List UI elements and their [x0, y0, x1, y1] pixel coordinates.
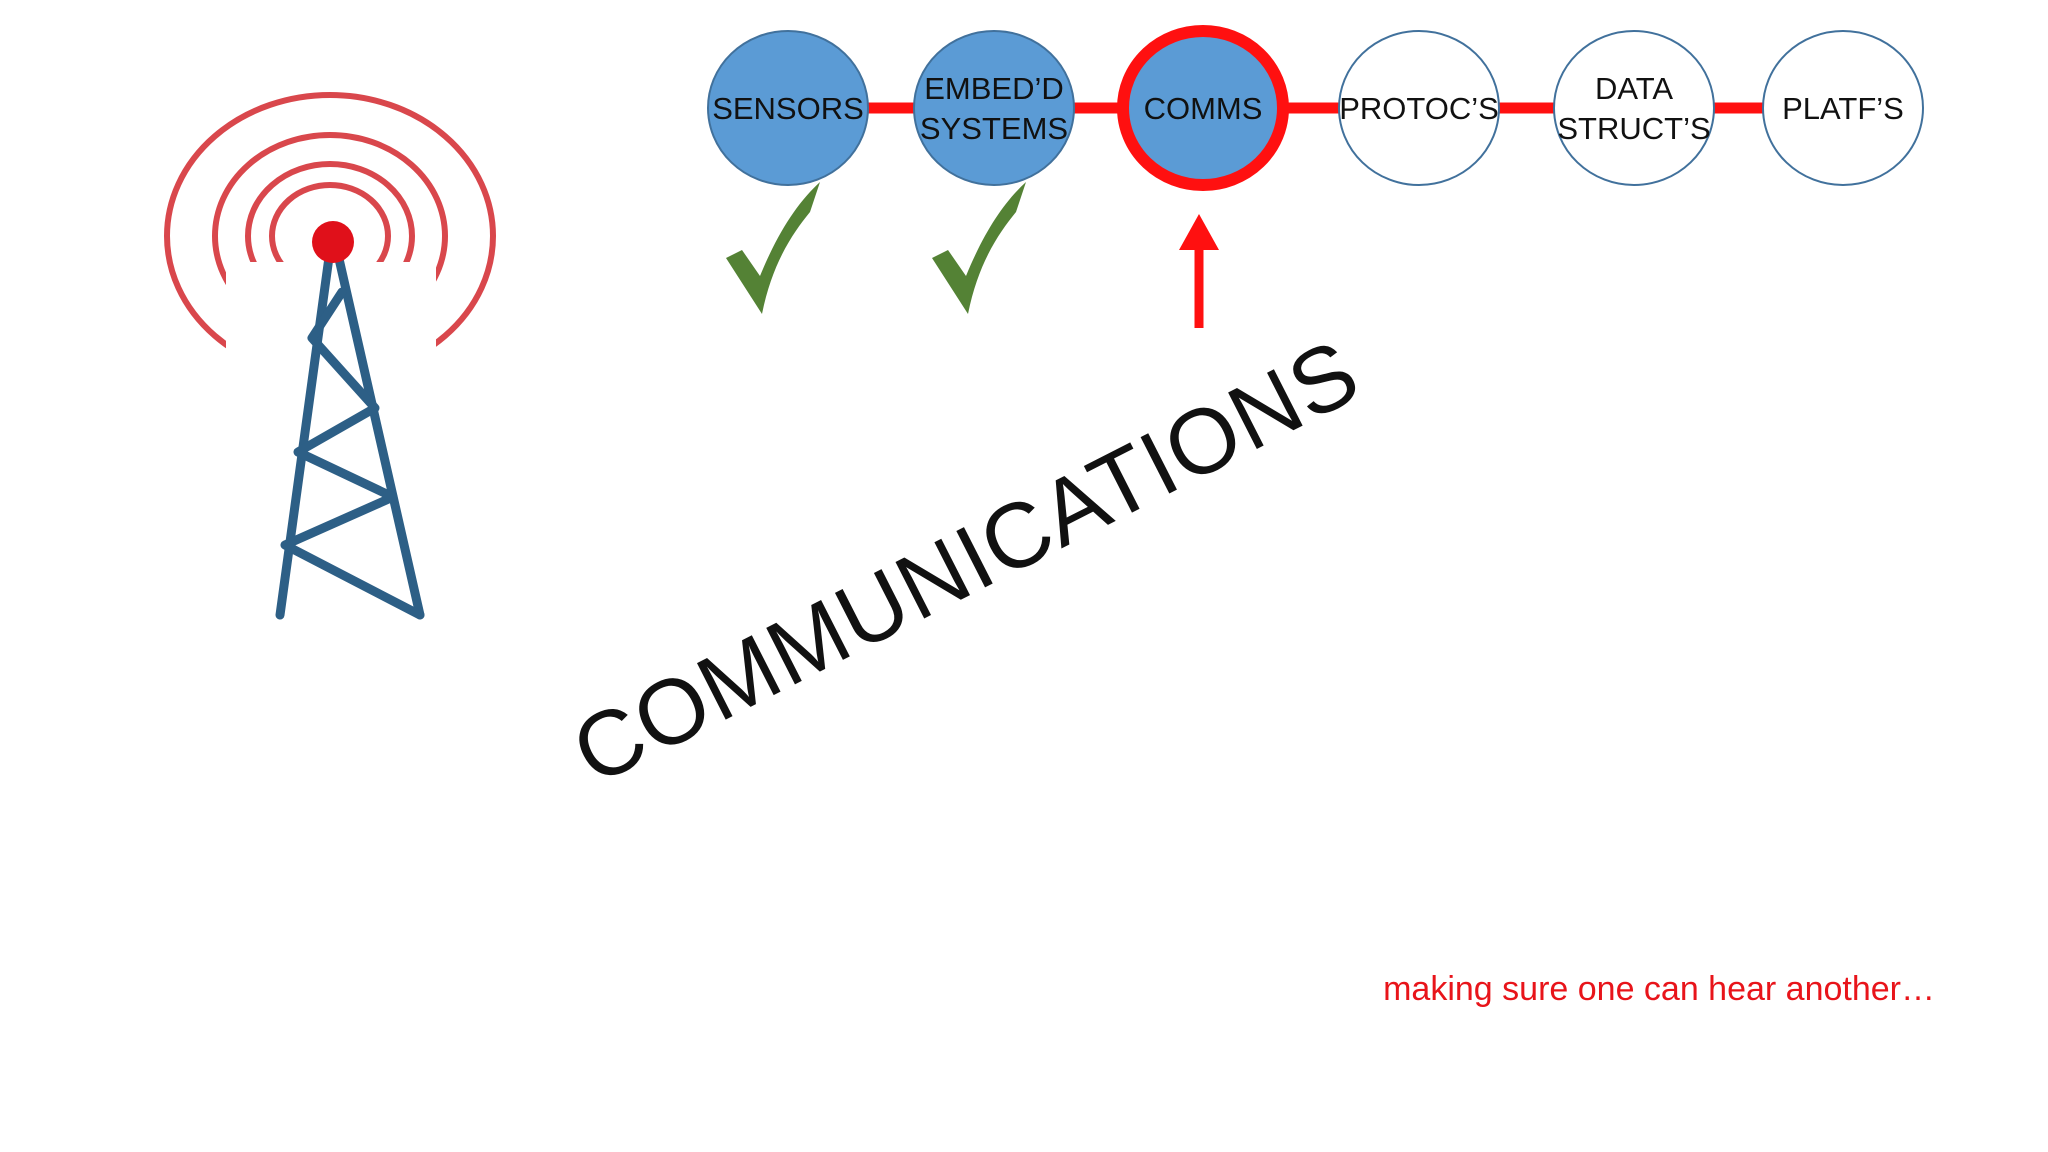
slide-title: COMMUNICATIONS [557, 320, 1375, 804]
stage-label: SYSTEMS [920, 111, 1068, 146]
stage-markers [726, 182, 1219, 328]
stage-circle [1553, 30, 1715, 186]
stage-label: EMBED’D [924, 71, 1064, 106]
slide-caption: making sure one can hear another… [1383, 970, 1935, 1008]
stage-label: STRUCT’S [1557, 111, 1710, 146]
pipeline-stages: SENSORS EMBED’D SYSTEMS COMMS PROTOC’S DATA ST… [707, 25, 1924, 191]
radio-tower-icon [164, 92, 496, 620]
stage-node: PROTOC’S [1338, 30, 1500, 186]
checkmark-icon [726, 182, 820, 314]
stage-node: SENSORS [707, 30, 869, 186]
stage-node: PLATF’S [1762, 30, 1924, 186]
stage-circle [707, 30, 869, 186]
tower-frame-icon [275, 245, 425, 620]
checkmark-icon [932, 182, 1026, 314]
stage-circle [1117, 25, 1289, 191]
stage-label: PROTOC’S [1339, 91, 1499, 126]
stage-circle [1338, 30, 1500, 186]
up-arrow-icon [1179, 214, 1219, 328]
stage-node: DATA STRUCT’S [1553, 30, 1715, 186]
beacon-light [312, 221, 354, 263]
stage-label: SENSORS [712, 91, 864, 126]
stage-label: DATA [1595, 71, 1673, 106]
stage-label: COMMS [1144, 91, 1263, 126]
stage-circle [1762, 30, 1924, 186]
stage-circle [913, 30, 1075, 186]
stage-label: PLATF’S [1782, 91, 1904, 126]
stage-node: EMBED’D SYSTEMS [913, 30, 1075, 186]
stage-node: COMMS [1117, 25, 1289, 191]
